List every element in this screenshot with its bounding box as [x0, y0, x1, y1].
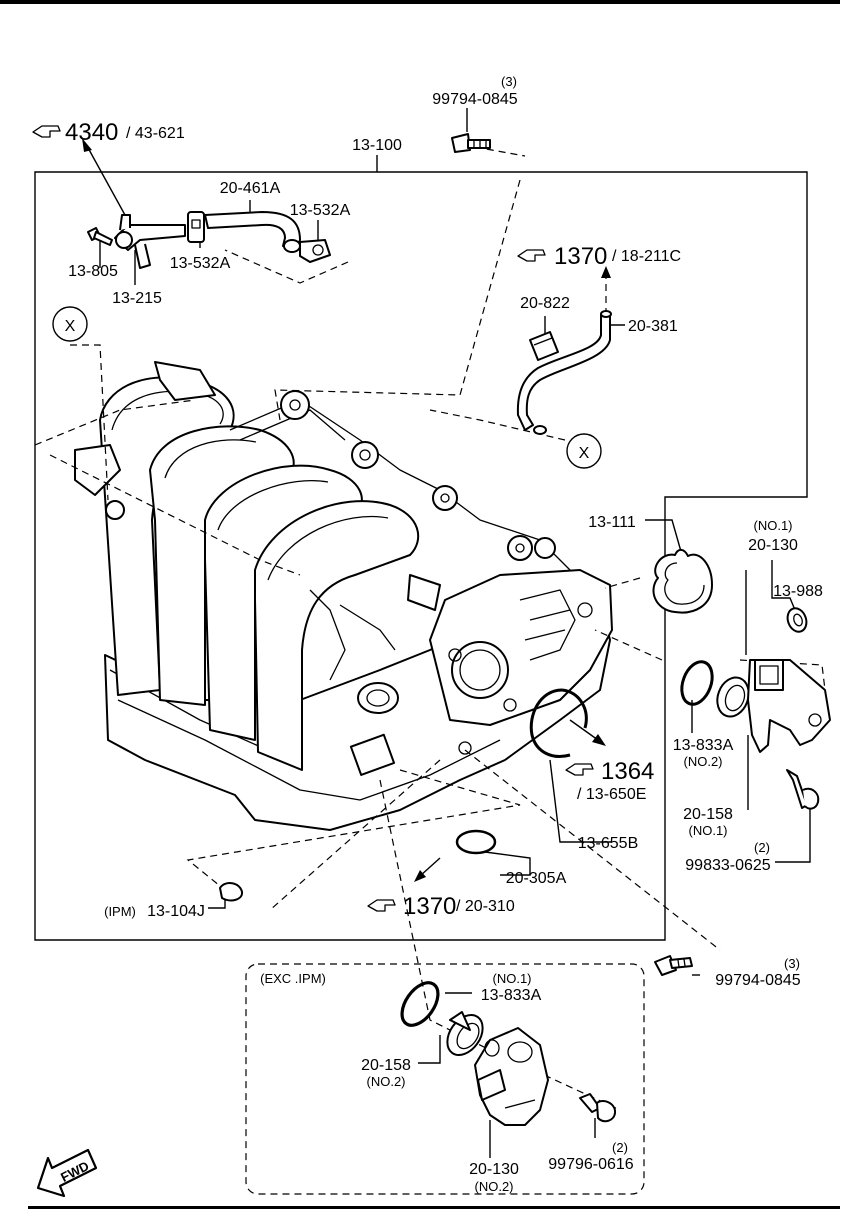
hose-20-381[interactable]	[516, 310, 612, 435]
arrow-1370-bottom	[414, 857, 441, 882]
label-13-833A-no1: 13-833A	[481, 987, 542, 1004]
housing-20-130-no1[interactable]	[747, 659, 831, 753]
pointing-hand-icon	[517, 249, 546, 262]
label-99833-0625: 99833-0625	[685, 857, 771, 874]
cap-13-988[interactable]	[784, 606, 809, 635]
solid-leaders	[99, 108, 811, 1158]
label-13-532A-left: 13-532A	[170, 255, 231, 272]
assembly-frame	[34, 171, 808, 941]
bolt-13-805[interactable]	[87, 227, 113, 246]
arrow-4340	[82, 138, 126, 216]
label-13-215: 13-215	[112, 290, 162, 307]
ref-4340-number: 4340	[65, 119, 118, 146]
ref-1370-gasket[interactable]: 1370 / 20-310	[367, 893, 515, 920]
label-no1-20-158: (NO.1)	[689, 823, 728, 838]
ref-1364[interactable]: 1364 / 13-650E	[565, 758, 654, 803]
pointing-hand-icon	[367, 899, 396, 912]
housing-20-130-no2[interactable]	[474, 1027, 549, 1126]
label-no1-20-130: (NO.1)	[754, 518, 793, 533]
ref-1370-hose-number: 1370	[554, 243, 607, 270]
label-ipm: (IPM)	[104, 904, 136, 919]
hose-20-461A[interactable]	[204, 211, 301, 253]
pointing-hand-icon	[565, 763, 594, 776]
marker-x-left-label: X	[65, 318, 76, 335]
gasket-13-655B[interactable]	[529, 688, 588, 758]
oring-13-833A-no1[interactable]	[395, 976, 445, 1031]
label-13-532A-right: 13-532A	[290, 202, 351, 219]
label-20-822: 20-822	[520, 295, 570, 312]
arrow-1364	[569, 719, 606, 746]
label-20-130-no1: 20-130	[748, 537, 798, 554]
pcv-valve-13-215[interactable]	[114, 214, 186, 269]
bottom-border	[28, 1206, 840, 1209]
label-13-100: 13-100	[352, 137, 402, 154]
marker-x-right-label: X	[579, 445, 590, 462]
bolt-99796-0616[interactable]	[579, 1093, 617, 1123]
clip-20-822[interactable]	[529, 331, 559, 361]
label-20-461A: 20-461A	[220, 180, 281, 197]
clamp-13-532A-left[interactable]	[187, 211, 205, 243]
label-20-158-no2: 20-158	[361, 1057, 411, 1074]
ref-4340-section: / 43-621	[126, 125, 185, 142]
qty-bolt-99796: (2)	[612, 1140, 628, 1155]
label-13-988: 13-988	[773, 583, 823, 600]
label-no1-13-833A: (NO.1)	[493, 971, 532, 986]
label-13-104J: 13-104J	[147, 903, 205, 920]
gasket-13-111[interactable]	[652, 548, 713, 614]
ref-1364-number: 1364	[601, 758, 654, 785]
label-exc-ipm: (EXC .IPM)	[260, 971, 326, 986]
label-20-130-no2: 20-130	[469, 1161, 519, 1178]
label-13-111: 13-111	[588, 514, 636, 531]
marker-x-right: X	[566, 433, 602, 469]
label-13-655B: 13-655B	[578, 835, 639, 852]
label-99794-0845-top: 99794-0845	[432, 91, 518, 108]
ref-1370-hose-section: / 18-211C	[612, 248, 681, 265]
label-20-305A: 20-305A	[506, 870, 567, 887]
gasket-20-158-no1[interactable]	[712, 673, 754, 721]
bolt-99833-0625[interactable]	[786, 769, 820, 810]
gasket-20-158-no2[interactable]	[440, 1008, 490, 1061]
label-no2-20-158: (NO.2)	[367, 1074, 406, 1089]
label-13-833A-no2: 13-833A	[673, 737, 734, 754]
plug-13-104J[interactable]	[219, 882, 243, 902]
label-99796-0616: 99796-0616	[548, 1156, 634, 1173]
ref-1370-hose[interactable]: 1370 / 18-211C	[517, 243, 681, 270]
bolt-99794-mid[interactable]	[654, 955, 693, 976]
top-border	[0, 0, 840, 4]
qty-bolt-99833: (2)	[754, 840, 770, 855]
label-20-381: 20-381	[628, 318, 678, 335]
ref-1370-gasket-number: 1370	[403, 893, 456, 920]
clamp-13-532A-right[interactable]	[299, 239, 331, 263]
bolt-99794-top[interactable]	[451, 133, 491, 153]
ref-1370-gasket-section: / 20-310	[456, 898, 515, 915]
ref-1364-section: / 13-650E	[577, 786, 646, 803]
pointing-hand-icon	[32, 125, 61, 138]
oring-13-833A-no2[interactable]	[676, 658, 717, 709]
label-no2-13-833A: (NO.2)	[684, 754, 723, 769]
arrow-1370-top	[601, 266, 611, 315]
label-20-158-no1: 20-158	[683, 806, 733, 823]
marker-x-left: X	[52, 306, 88, 342]
intake-manifold[interactable]	[74, 361, 613, 831]
qty-bolt-top: (3)	[501, 74, 517, 89]
label-no2-20-130: (NO.2)	[475, 1179, 514, 1194]
fwd-arrow-icon: FWD	[36, 1148, 98, 1198]
part-labels: (3) 99794-0845 13-100 20-461A 13-532A 13…	[68, 74, 823, 1194]
label-13-805: 13-805	[68, 263, 118, 280]
label-99794-0845-mid: 99794-0845	[715, 972, 801, 989]
qty-bolt-mid: (3)	[784, 956, 800, 971]
ref-4340[interactable]: 4340 / 43-621	[32, 119, 185, 146]
gasket-20-305A[interactable]	[455, 829, 497, 855]
exc-ipm-box	[245, 963, 645, 1195]
